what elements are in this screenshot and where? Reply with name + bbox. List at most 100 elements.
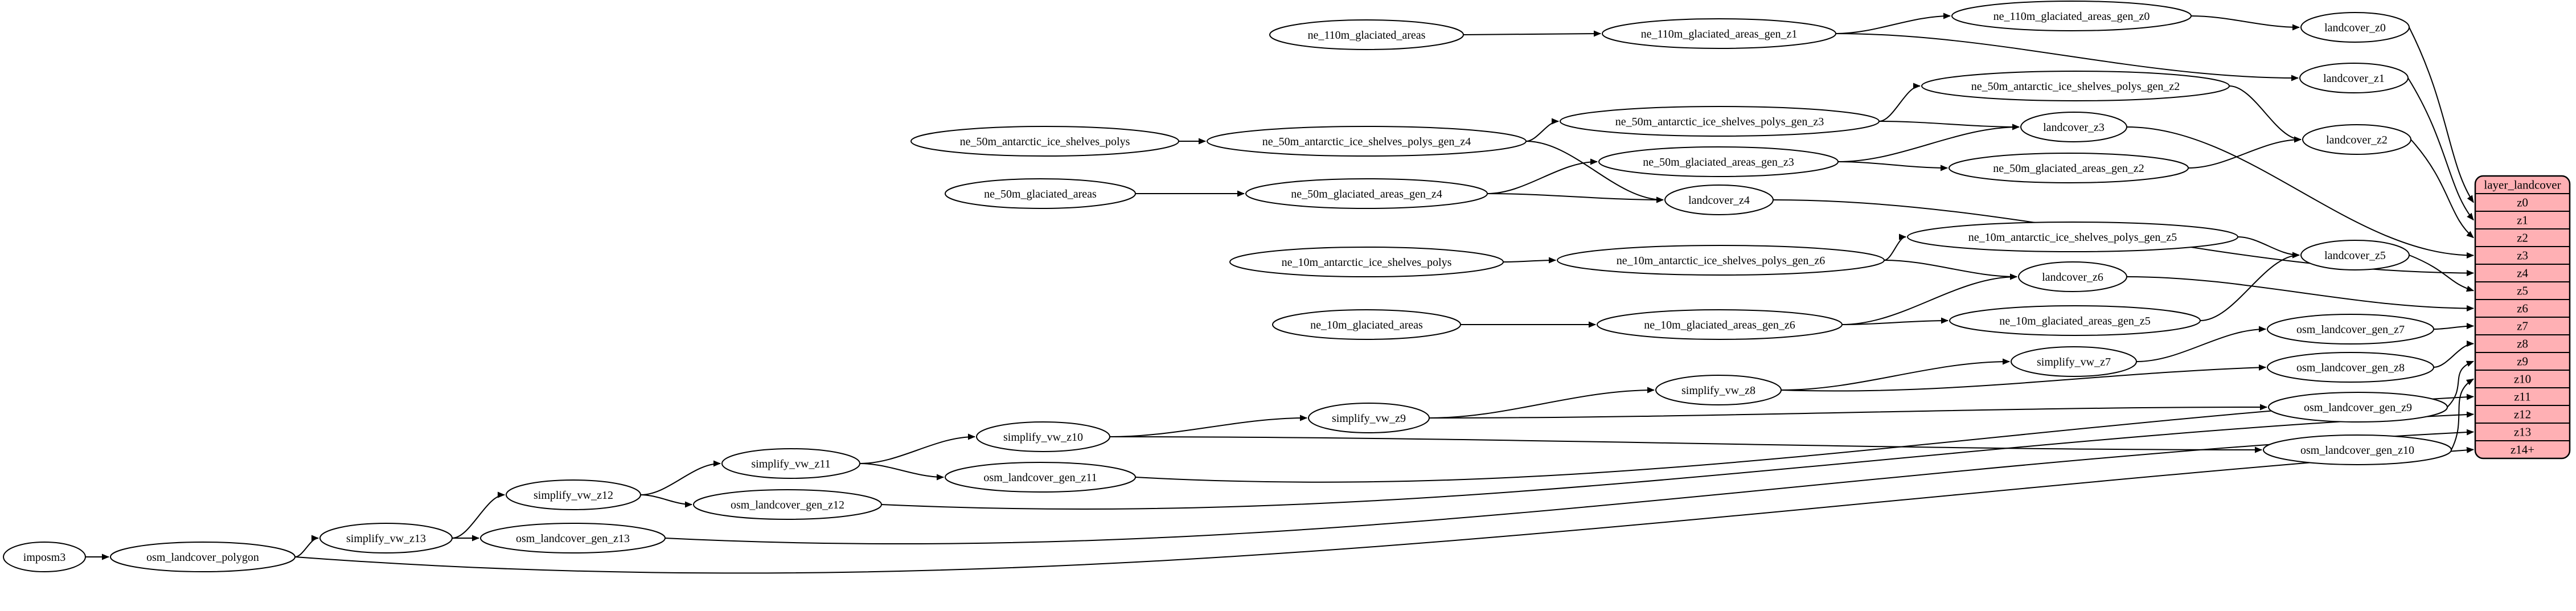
edge-sv11-to-sv10 — [859, 433, 975, 464]
edge-ne50sg4-to-lc4 — [1525, 141, 1664, 203]
edge-ne50sg4-to-ne50sg3 — [1525, 118, 1559, 142]
edge-lc6-to-layer-z6 — [2126, 276, 2474, 311]
edge-g13-to-layer-z13 — [664, 429, 2474, 545]
edge-ne110g1-to-ne110g0 — [1835, 13, 1951, 34]
node-ne_50m_glaciated_areas_gen_z2: ne_50m_glaciated_areas_gen_z2 — [1949, 153, 2189, 183]
edge-polygon-to-sv13 — [294, 535, 319, 557]
node-shape-ne_110m_glaciated_areas — [1269, 19, 1464, 50]
node-label-osm_landcover_polygon: osm_landcover_polygon — [146, 551, 259, 564]
table-row-z6: z6 — [2517, 302, 2528, 315]
node-ne_50m_antarctic_ice_shelves_polys_gen_z3: ne_50m_antarctic_ice_shelves_polys_gen_z… — [1560, 106, 1880, 137]
table-title: layer_landcover — [2484, 178, 2561, 192]
node-shape-ne_50m_glaciated_areas_gen_z2 — [1949, 153, 2189, 183]
edge-lc3-to-layer-z3 — [2126, 126, 2474, 259]
node-label-simplify_vw_z7: simplify_vw_z7 — [2037, 356, 2111, 368]
node-ne_110m_glaciated_areas_gen_z0: ne_110m_glaciated_areas_gen_z0 — [1951, 1, 2192, 31]
edge-polygon-to-layer-z14+ — [294, 446, 2474, 574]
node-simplify_vw_z9: simplify_vw_z9 — [1308, 403, 1430, 433]
node-shape-simplify_vw_z13 — [319, 523, 453, 553]
node-label-osm_landcover_gen_z8: osm_landcover_gen_z8 — [2296, 362, 2405, 374]
node-shape-ne_110m_glaciated_areas_gen_z1 — [1602, 18, 1836, 49]
node-label-simplify_vw_z10: simplify_vw_z10 — [1003, 431, 1083, 444]
node-shape-simplify_vw_z11 — [721, 448, 860, 479]
node-simplify_vw_z8: simplify_vw_z8 — [1655, 375, 1782, 405]
node-shape-ne_50m_antarctic_ice_shelves_polys_gen_z4 — [1207, 126, 1527, 157]
edge-g9-to-layer-z9 — [2447, 360, 2474, 408]
node-label-ne_50m_antarctic_ice_shelves_polys: ne_50m_antarctic_ice_shelves_polys — [960, 136, 1130, 148]
edge-lc1-to-layer-z1 — [2407, 77, 2474, 221]
node-label-landcover_z6: landcover_z6 — [2042, 271, 2103, 284]
edge-ne50sg2-to-lc2 — [2229, 85, 2302, 143]
node-shape-ne_10m_antarctic_ice_shelves_polys_gen_z6 — [1557, 245, 1885, 276]
edge-ne110g1-to-lc1 — [1835, 33, 2299, 81]
node-landcover_z0: landcover_z0 — [2300, 12, 2410, 43]
edge-sv12-to-g12 — [640, 494, 692, 508]
node-label-landcover_z1: landcover_z1 — [2323, 72, 2385, 85]
edge-ne50gg4-to-lc4 — [1487, 193, 1664, 203]
node-shape-simplify_vw_z10 — [976, 421, 1110, 452]
node-shape-osm_landcover_polygon — [110, 542, 296, 572]
table-row-z10: z10 — [2514, 372, 2531, 386]
node-label-ne_10m_antarctic_ice_shelves_polys_gen_z6: ne_10m_antarctic_ice_shelves_polys_gen_z… — [1617, 255, 1826, 267]
node-landcover_z5: landcover_z5 — [2300, 240, 2410, 270]
node-shape-landcover_z3 — [2020, 112, 2127, 142]
node-label-osm_landcover_gen_z12: osm_landcover_gen_z12 — [731, 499, 844, 511]
edge-sv7-to-g7 — [2136, 326, 2266, 362]
edge-ne10sg6-to-ne10sg5 — [1884, 233, 1906, 261]
node-ne_110m_glaciated_areas: ne_110m_glaciated_areas — [1269, 19, 1464, 50]
node-shape-osm_landcover_gen_z13 — [480, 523, 666, 553]
node-simplify_vw_z10: simplify_vw_z10 — [976, 421, 1110, 452]
edge-g7-to-layer-z7 — [2433, 323, 2474, 330]
edge-ne50sg3-to-ne50sg2 — [1878, 83, 1921, 122]
node-shape-ne_110m_glaciated_areas_gen_z0 — [1951, 1, 2192, 31]
edge-ne50sg3-to-lc3 — [1878, 121, 2020, 130]
node-ne_10m_glaciated_areas_gen_z6: ne_10m_glaciated_areas_gen_z6 — [1597, 309, 1843, 340]
table-row-z3: z3 — [2517, 249, 2528, 263]
edge-ne10s-to-ne10sg6 — [1503, 257, 1556, 264]
node-shape-landcover_z5 — [2300, 240, 2410, 270]
edge-g12-to-layer-z12 — [881, 411, 2474, 510]
node-label-ne_110m_glaciated_areas_gen_z0: ne_110m_glaciated_areas_gen_z0 — [1993, 10, 2150, 23]
node-label-osm_landcover_gen_z7: osm_landcover_gen_z7 — [2296, 323, 2405, 336]
node-shape-ne_10m_glaciated_areas_gen_z5 — [1949, 305, 2201, 336]
node-shape-ne_10m_glaciated_areas_gen_z6 — [1597, 309, 1843, 340]
node-label-ne_10m_antarctic_ice_shelves_polys_gen_z5: ne_10m_antarctic_ice_shelves_polys_gen_z… — [1968, 231, 2177, 244]
node-label-simplify_vw_z12: simplify_vw_z12 — [534, 489, 613, 502]
node-simplify_vw_z11: simplify_vw_z11 — [721, 448, 860, 479]
node-osm_landcover_gen_z11: osm_landcover_gen_z11 — [945, 462, 1136, 493]
node-ne_10m_antarctic_ice_shelves_polys_gen_z6: ne_10m_antarctic_ice_shelves_polys_gen_z… — [1557, 245, 1885, 276]
node-shape-ne_10m_glaciated_areas — [1272, 309, 1461, 340]
node-osm_landcover_gen_z12: osm_landcover_gen_z12 — [693, 489, 882, 520]
node-shape-ne_10m_antarctic_ice_shelves_polys_gen_z5 — [1907, 222, 2238, 252]
edge-ne10gg5-to-lc5 — [2200, 252, 2300, 321]
edge-lc0-to-layer-z0 — [2409, 27, 2474, 203]
node-shape-ne_50m_antarctic_ice_shelves_polys — [910, 126, 1179, 157]
table-row-z11: z11 — [2514, 390, 2531, 404]
node-label-osm_landcover_gen_z10: osm_landcover_gen_z10 — [2300, 444, 2414, 457]
node-shape-osm_landcover_gen_z11 — [945, 462, 1136, 493]
node-label-landcover_z5: landcover_z5 — [2324, 249, 2386, 262]
node-label-simplify_vw_z8: simplify_vw_z8 — [1681, 384, 1755, 397]
node-shape-ne_50m_glaciated_areas_gen_z3 — [1598, 146, 1839, 177]
table-row-z1: z1 — [2517, 214, 2528, 227]
node-ne_10m_antarctic_ice_shelves_polys_gen_z5: ne_10m_antarctic_ice_shelves_polys_gen_z… — [1907, 222, 2238, 252]
edge-sv8-to-sv7 — [1781, 358, 2010, 391]
node-shape-imposm3 — [3, 542, 86, 572]
edge-ne110g0-to-lc0 — [2191, 15, 2300, 31]
edge-ne50gg4-to-ne50gg3 — [1487, 158, 1598, 194]
table-row-z12: z12 — [2514, 408, 2531, 421]
node-osm_landcover_gen_z13: osm_landcover_gen_z13 — [480, 523, 666, 553]
table-row-z13: z13 — [2514, 425, 2531, 439]
node-label-landcover_z3: landcover_z3 — [2043, 121, 2105, 134]
table-row-z4: z4 — [2517, 266, 2528, 280]
edge-ne10sg6-to-lc6 — [1884, 260, 2017, 280]
node-label-imposm3: imposm3 — [23, 551, 65, 564]
node-ne_50m_antarctic_ice_shelves_polys: ne_50m_antarctic_ice_shelves_polys — [910, 126, 1179, 157]
table-layer-landcover: layer_landcoverz0z1z2z3z4z5z6z7z8z9z10z1… — [2474, 175, 2571, 460]
edge-ne10gg6-to-lc6 — [1841, 273, 2017, 325]
edge-sv10-to-g10 — [1109, 436, 2262, 453]
node-shape-landcover_z6 — [2018, 261, 2127, 292]
node-osm_landcover_gen_z9: osm_landcover_gen_z9 — [2268, 392, 2448, 423]
node-osm_landcover_gen_z10: osm_landcover_gen_z10 — [2263, 434, 2452, 465]
